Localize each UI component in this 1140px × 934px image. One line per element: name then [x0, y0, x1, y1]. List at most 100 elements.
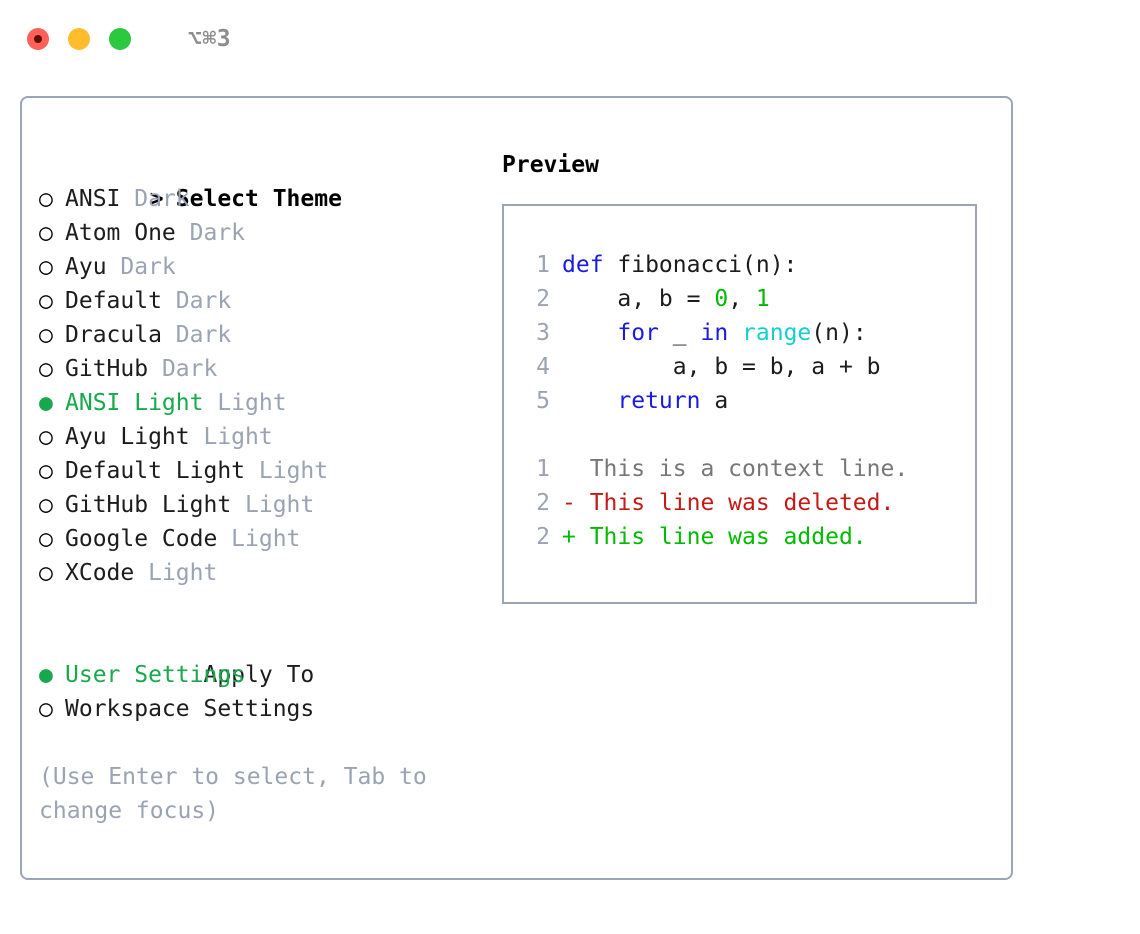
radio-unselected-icon: ○	[39, 492, 53, 518]
line-number: 1	[536, 252, 550, 278]
code-token: a, b = b, a + b	[562, 354, 881, 380]
theme-list-item[interactable]: ○ Google Code Light	[39, 522, 499, 556]
theme-name: GitHub Light	[65, 492, 246, 518]
theme-list-item[interactable]: ○ GitHub Light Light	[39, 488, 499, 522]
theme-list-item[interactable]: ○ANSI Dark	[39, 182, 499, 216]
radio-selected-icon: ●	[39, 390, 53, 416]
code-token: return	[617, 388, 701, 414]
keyboard-hint-text: (Use Enter to select, Tab to change focu…	[39, 764, 427, 824]
theme-name: Ayu	[65, 254, 121, 280]
minimize-button[interactable]	[68, 28, 90, 50]
code-token: for	[617, 320, 659, 346]
theme-name: ANSI	[65, 186, 135, 212]
theme-variant-label: Dark	[189, 220, 246, 246]
code-token: def	[562, 252, 618, 278]
theme-name: Default Light	[65, 458, 259, 484]
theme-list[interactable]: ○ANSI Dark○Atom One Dark○Ayu Dark○Defaul…	[39, 182, 499, 590]
apply-to-item[interactable]: ○ Workspace Settings	[39, 692, 499, 726]
theme-list-item[interactable]: ○ Atom One Dark	[39, 216, 499, 250]
code-token: 1	[755, 286, 770, 312]
line-number: 2	[536, 286, 550, 312]
theme-variant-label: Light	[217, 390, 287, 416]
code-token	[562, 320, 617, 346]
code-token	[728, 320, 742, 346]
theme-list-item[interactable]: ● ANSI Light Light	[39, 386, 499, 420]
apply-to-title: Apply To	[203, 662, 315, 688]
maximize-button[interactable]	[109, 28, 131, 50]
radio-selected-icon: ●	[39, 662, 53, 688]
line-number: 1	[536, 456, 550, 482]
diff-text: + This line was added.	[562, 524, 867, 550]
theme-name: Default	[65, 288, 176, 314]
theme-variant-label: Dark	[175, 288, 232, 314]
code-line: 1 def fibonacci(n):	[524, 248, 975, 282]
radio-unselected-icon: ○	[39, 696, 53, 722]
apply-to-item[interactable]: ● User Settings	[39, 658, 499, 692]
theme-name: GitHub	[65, 356, 162, 382]
theme-variant-label: Dark	[134, 186, 190, 212]
diff-line: 1 This is a context line.	[524, 452, 975, 486]
code-line: 5 return a	[524, 384, 975, 418]
code-line: 3 for _ in range(n):	[524, 316, 975, 350]
code-token: fibonacci(n):	[617, 252, 798, 278]
code-token: a	[700, 388, 729, 414]
radio-unselected-icon: ○	[39, 458, 53, 484]
theme-variant-label: Light	[258, 458, 329, 484]
line-number: 3	[536, 320, 550, 346]
radio-unselected-icon: ○	[39, 220, 53, 246]
radio-unselected-icon: ○	[39, 254, 53, 280]
theme-list-item[interactable]: ○GitHub Dark	[39, 352, 499, 386]
theme-name: Atom One	[65, 220, 190, 246]
code-token: ,	[728, 286, 756, 312]
code-line: 2 a, b = 0, 1	[524, 282, 975, 316]
apply-to-list[interactable]: ● User Settings ○ Workspace Settings	[39, 658, 499, 726]
theme-name: Dracula	[65, 322, 176, 348]
radio-unselected-icon: ○	[39, 424, 53, 450]
theme-variant-label: Dark	[175, 322, 232, 348]
line-number: 4	[536, 354, 550, 380]
traffic-lights	[27, 28, 131, 50]
diff-text: - This line was deleted.	[562, 490, 895, 516]
radio-unselected-icon: ○	[39, 288, 53, 314]
theme-list-item[interactable]: ○ Dracula Dark	[39, 318, 499, 352]
diff-sample: 1 This is a context line. 2 - This line wa…	[524, 452, 975, 554]
theme-name: Ayu Light	[65, 424, 204, 450]
theme-list-item[interactable]: ○ Default Light Light	[39, 454, 499, 488]
code-token: 0	[714, 286, 729, 312]
apply-to-label: Workspace Settings	[65, 696, 315, 722]
radio-unselected-icon: ○	[39, 526, 53, 552]
line-number: 2	[536, 524, 550, 550]
code-token	[562, 388, 617, 414]
keyboard-shortcut-label: ⌥⌘3	[188, 26, 232, 52]
diff-line: 2 - This line was deleted.	[524, 486, 975, 520]
theme-variant-label: Light	[203, 424, 273, 450]
radio-unselected-icon: ○	[39, 322, 53, 348]
code-line: 4 a, b = b, a + b	[524, 350, 975, 384]
theme-variant-label: Dark	[120, 254, 176, 280]
theme-list-item[interactable]: ○XCode Light	[39, 556, 499, 590]
line-number: 5	[536, 388, 550, 414]
theme-selector-column: >Select Theme ○ANSI Dark○Atom One Dark○A…	[39, 148, 499, 828]
theme-variant-label: Light	[245, 492, 315, 518]
code-token: _	[658, 320, 701, 346]
theme-variant-label: Light	[231, 526, 301, 552]
select-theme-title: Select Theme	[175, 186, 342, 212]
main-panel: >Select Theme ○ANSI Dark○Atom One Dark○A…	[20, 96, 1013, 880]
theme-name: ANSI Light	[65, 390, 218, 416]
close-button[interactable]	[27, 28, 49, 50]
theme-list-item[interactable]: ○ Ayu Light Light	[39, 420, 499, 454]
theme-variant-label: Light	[148, 560, 218, 586]
select-theme-header: >Select Theme	[39, 148, 499, 212]
theme-list-item[interactable]: ○ Default Dark	[39, 284, 499, 318]
apply-to-label: User Settings	[65, 662, 246, 688]
theme-list-item[interactable]: ○ Ayu Dark	[39, 250, 499, 284]
apply-to-section: Apply To ● User Settings ○ Workspace Settin…	[39, 624, 499, 726]
radio-unselected-icon: ○	[39, 356, 53, 382]
theme-name: Google Code	[65, 526, 232, 552]
theme-name: XCode	[65, 560, 149, 586]
line-number: 2	[536, 490, 550, 516]
